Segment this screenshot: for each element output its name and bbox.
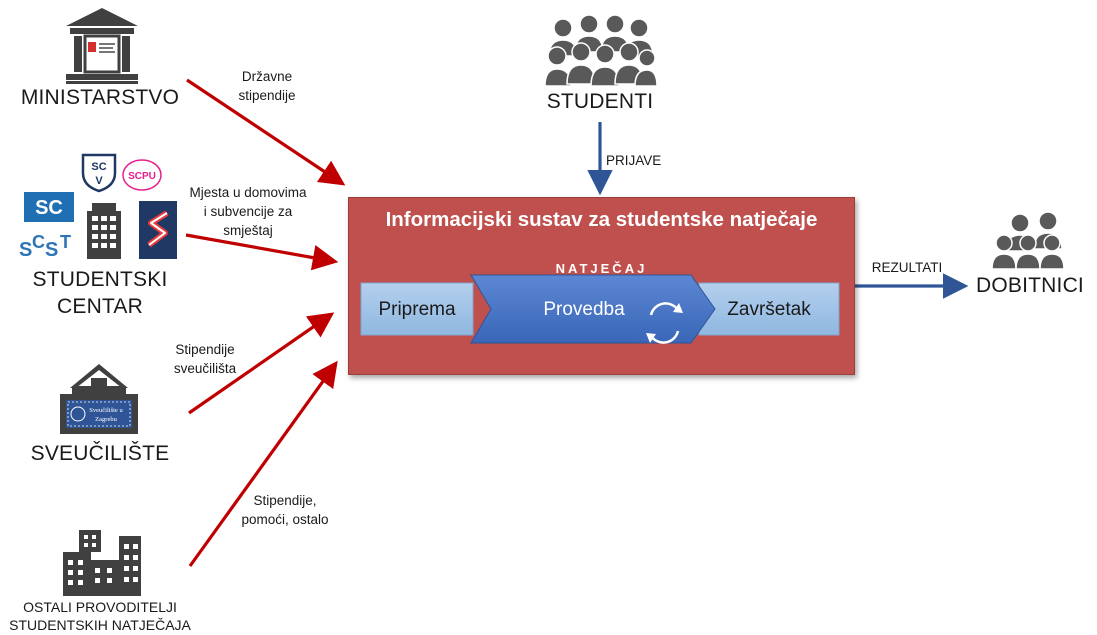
cycle-icon [646,302,683,344]
scpu-logo-icon: SCPU [122,159,162,191]
ministry-label: MINISTARSTVO [20,86,180,109]
students-label: STUDENTI [546,90,654,113]
scv-logo-icon: SC V [81,153,117,193]
university-label: SVEUČILIŠTE [30,442,170,465]
other-providers-label: OSTALI PROVODITELJI STUDENTSKIH NATJEČAJ… [5,598,195,634]
svg-text:S: S [19,239,32,260]
phase-block-zavrsetak [698,282,840,336]
arrow-university-to-system [188,312,335,415]
student-center-label: STUDENTSKI CENTAR [15,266,185,320]
arrow-other-to-system [188,360,338,567]
s-shield-logo-icon [139,201,177,259]
edge-label-university-line2: sveučilišta [173,361,237,376]
edge-label-other-line1: Stipendije, [253,493,317,508]
information-system-box: Informacijski sustav za studentske natje… [348,197,855,375]
svg-text:SC: SC [35,197,63,219]
svg-text:SC: SC [91,161,106,173]
svg-text:V: V [95,175,103,187]
phase-arrow-provedba [470,274,716,344]
edge-label-results: REZULTATI [871,260,943,275]
city-buildings-icon [63,530,141,596]
scst-logo-icon: S C S T [19,232,71,260]
process-phases [360,274,840,344]
edge-label-student-center-line3: smještaj [223,223,273,238]
edge-label-students: PRIJAVE [606,153,662,168]
office-building-icon [87,203,121,259]
winners-group-icon [991,211,1065,270]
student-center-label-line1: STUDENTSKI [32,268,168,291]
phase-label-provedba: Provedba [543,299,625,320]
university-seal-text-line1: Sveučilište u [89,407,123,414]
students-group-icon [545,14,657,87]
edge-label-university-line1: Stipendije [175,342,235,357]
svg-text:SCPU: SCPU [128,171,156,182]
edge-label-ministry-line2: stipendije [238,88,296,103]
edge-label-student-center-line2: i subvencije za [203,204,293,219]
university-seal-text-line2: Zagrebu [95,416,117,423]
arrow-ministry-to-system [186,78,346,186]
edge-label-ministry-line1: Državne [241,69,293,84]
process-label: NATJEČAJ [555,261,648,276]
other-providers-label-line1: OSTALI PROVODITELJI [23,599,177,615]
svg-text:T: T [60,232,71,252]
svg-text:C: C [32,232,45,252]
edge-label-student-center-line1: Mjesta u domovima [189,185,307,200]
phase-label-priprema: Priprema [378,299,456,320]
phase-block-priprema [360,282,474,336]
edge-label-other-line2: pomoći, ostalo [241,512,329,527]
ministry-building-icon [66,8,138,84]
edge-label-other: Stipendije, pomoći, ostalo [230,491,340,529]
winners-label: DOBITNICI [976,274,1084,297]
arrow-student-center-to-system [185,233,339,271]
phase-label-zavrsetak: Završetak [727,299,811,320]
other-providers-label-line2: STUDENTSKIH NATJEČAJA [9,617,191,633]
edge-label-university: Stipendije sveučilišta [160,340,250,378]
edge-label-ministry: Državne stipendije [222,67,312,105]
edge-label-student-center: Mjesta u domovima i subvencije za smješt… [183,183,313,240]
student-center-label-line2: CENTAR [57,295,143,318]
sc-logo-icon: SC [24,192,74,222]
system-title: Informacijski sustav za studentske natje… [385,208,818,231]
university-icon: Sveučilište u Zagrebu [60,364,138,434]
svg-text:S: S [45,239,58,260]
